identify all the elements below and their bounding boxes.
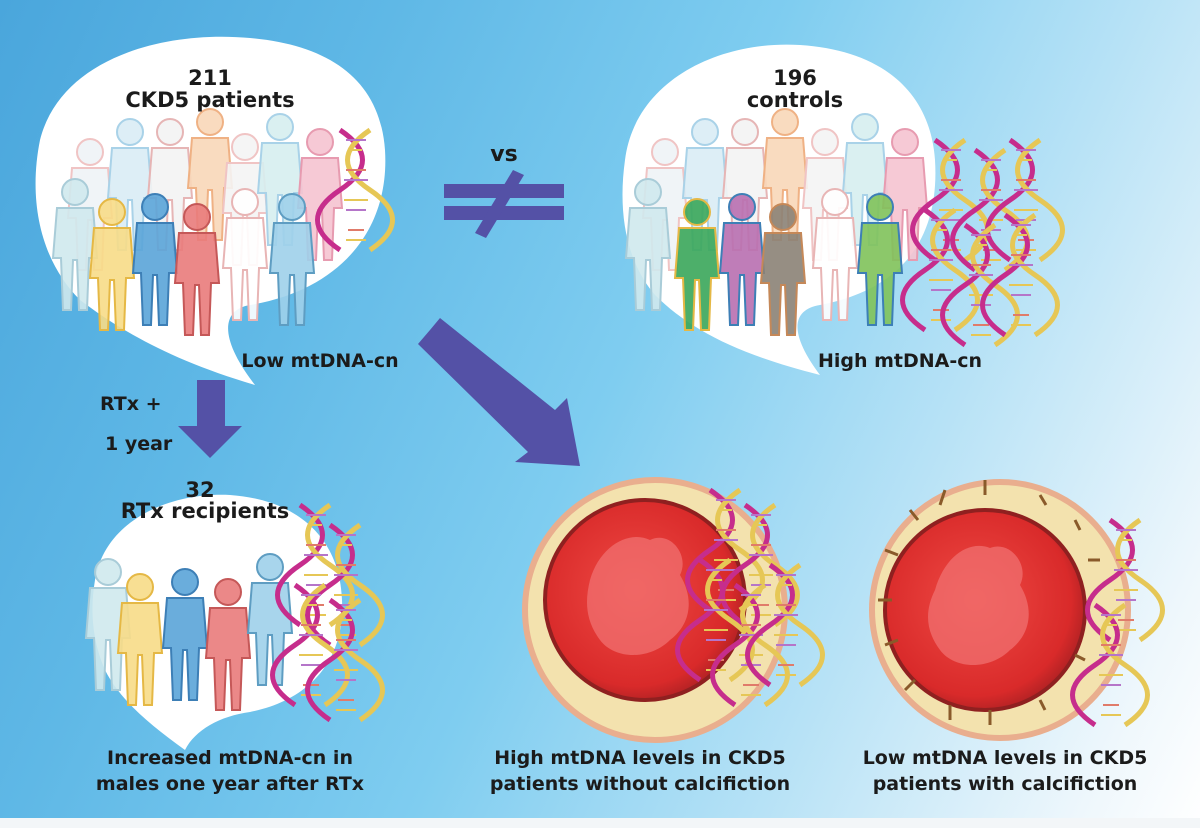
patients-bubble xyxy=(35,36,393,386)
patients-label: CKD5 patients xyxy=(125,88,295,112)
recipients-caption-line1: Increased mtDNA-cn in xyxy=(107,747,353,769)
recipients-caption: Increased mtDNA-cn in males one year aft… xyxy=(70,746,390,797)
recipients-count: 32 xyxy=(185,478,215,502)
controls-caption: High mtDNA-cn xyxy=(817,350,983,372)
with-calcification-line2: patients with calcifiction xyxy=(872,772,1138,795)
patients-count: 211 xyxy=(188,66,232,90)
transition-line1: RTx + xyxy=(100,393,162,415)
calcification-deposits xyxy=(878,480,1100,725)
without-calcification-line2: patients without calcifiction xyxy=(489,772,791,795)
recipients-bubble xyxy=(85,494,383,750)
diagonal-arrow-icon xyxy=(418,318,580,466)
cell-without-calcification xyxy=(522,477,823,743)
controls-bubble xyxy=(622,44,1063,376)
patients-caption: Low mtDNA-cn xyxy=(241,350,399,372)
without-calcification-line1: High mtDNA levels in CKD5 xyxy=(494,747,786,769)
not-equal-icon xyxy=(444,170,564,238)
controls-count: 196 xyxy=(773,66,817,90)
cell-with-calcification xyxy=(869,479,1163,741)
bottom-border xyxy=(0,818,1200,828)
transition-line2: 1 year xyxy=(105,433,173,455)
controls-label: controls xyxy=(746,88,844,112)
with-calcification-caption: Low mtDNA levels in CKD5 patients with c… xyxy=(845,746,1165,797)
with-calcification-line1: Low mtDNA levels in CKD5 xyxy=(862,747,1148,769)
recipients-label: RTx recipients xyxy=(120,499,290,523)
without-calcification-caption: High mtDNA levels in CKD5 patients witho… xyxy=(470,746,810,797)
recipients-caption-line2: males one year after RTx xyxy=(95,772,365,795)
down-arrow-icon xyxy=(178,380,242,458)
vs-label: vs xyxy=(490,142,518,167)
